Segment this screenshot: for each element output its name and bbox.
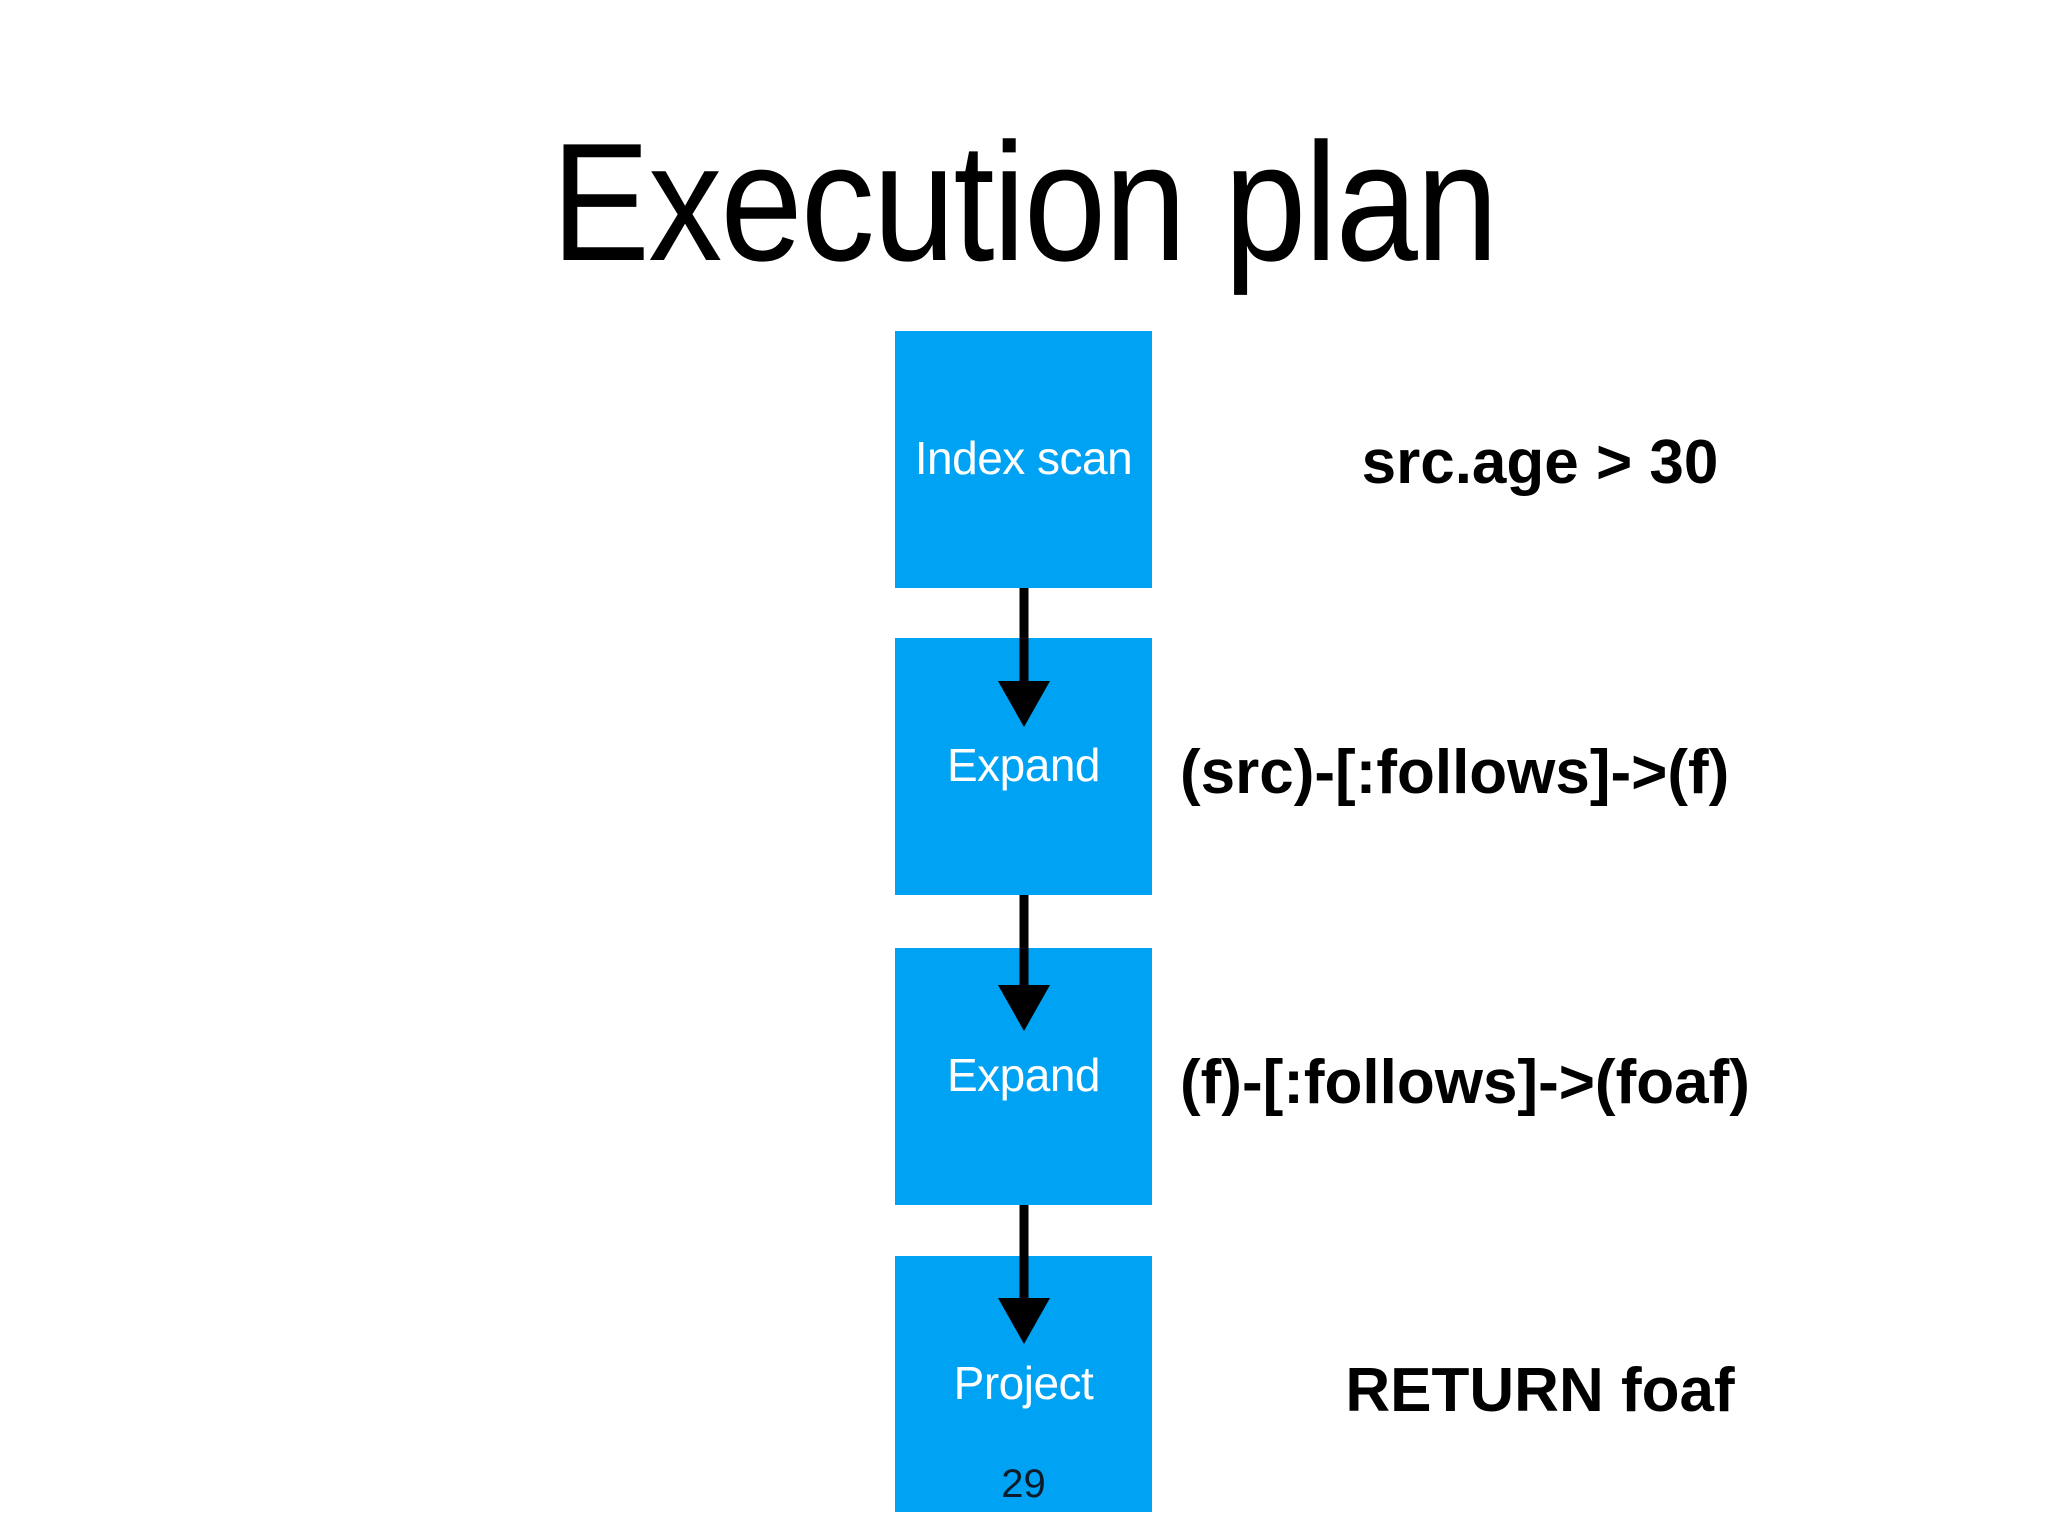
- flow-node-expand-2[interactable]: Expand: [895, 948, 1152, 1205]
- flow-node-label: Project: [953, 1357, 1094, 1409]
- arrow-head: [998, 985, 1050, 1031]
- arrow-head: [998, 1298, 1050, 1344]
- annotation-index-scan: src.age > 30: [1361, 428, 1719, 497]
- page-number: 29: [1001, 1462, 1046, 1506]
- flow-arrow-down-icon: [994, 895, 1054, 1037]
- annotation-expand-1: (src)-[:follows]->(f): [1180, 738, 1730, 807]
- flow-node-label: Expand: [946, 739, 1101, 791]
- flow-arrow-down-icon: [994, 1205, 1054, 1350]
- annotation-expand-2: (f)-[:follows]->(foaf): [1180, 1048, 1750, 1117]
- arrow-shaft: [1019, 588, 1029, 687]
- flow-node-label: Index scan: [914, 432, 1133, 484]
- annotation-project: RETURN foaf: [1345, 1356, 1735, 1425]
- arrow-shaft: [1019, 895, 1029, 991]
- flow-arrow-down-icon: [994, 588, 1054, 733]
- page-title: Execution plan: [551, 108, 1498, 296]
- arrow-head: [998, 681, 1050, 727]
- arrow-shaft: [1019, 1205, 1029, 1304]
- flow-node-label: Expand: [946, 1049, 1101, 1101]
- flow-node-index-scan[interactable]: Index scan: [895, 331, 1152, 588]
